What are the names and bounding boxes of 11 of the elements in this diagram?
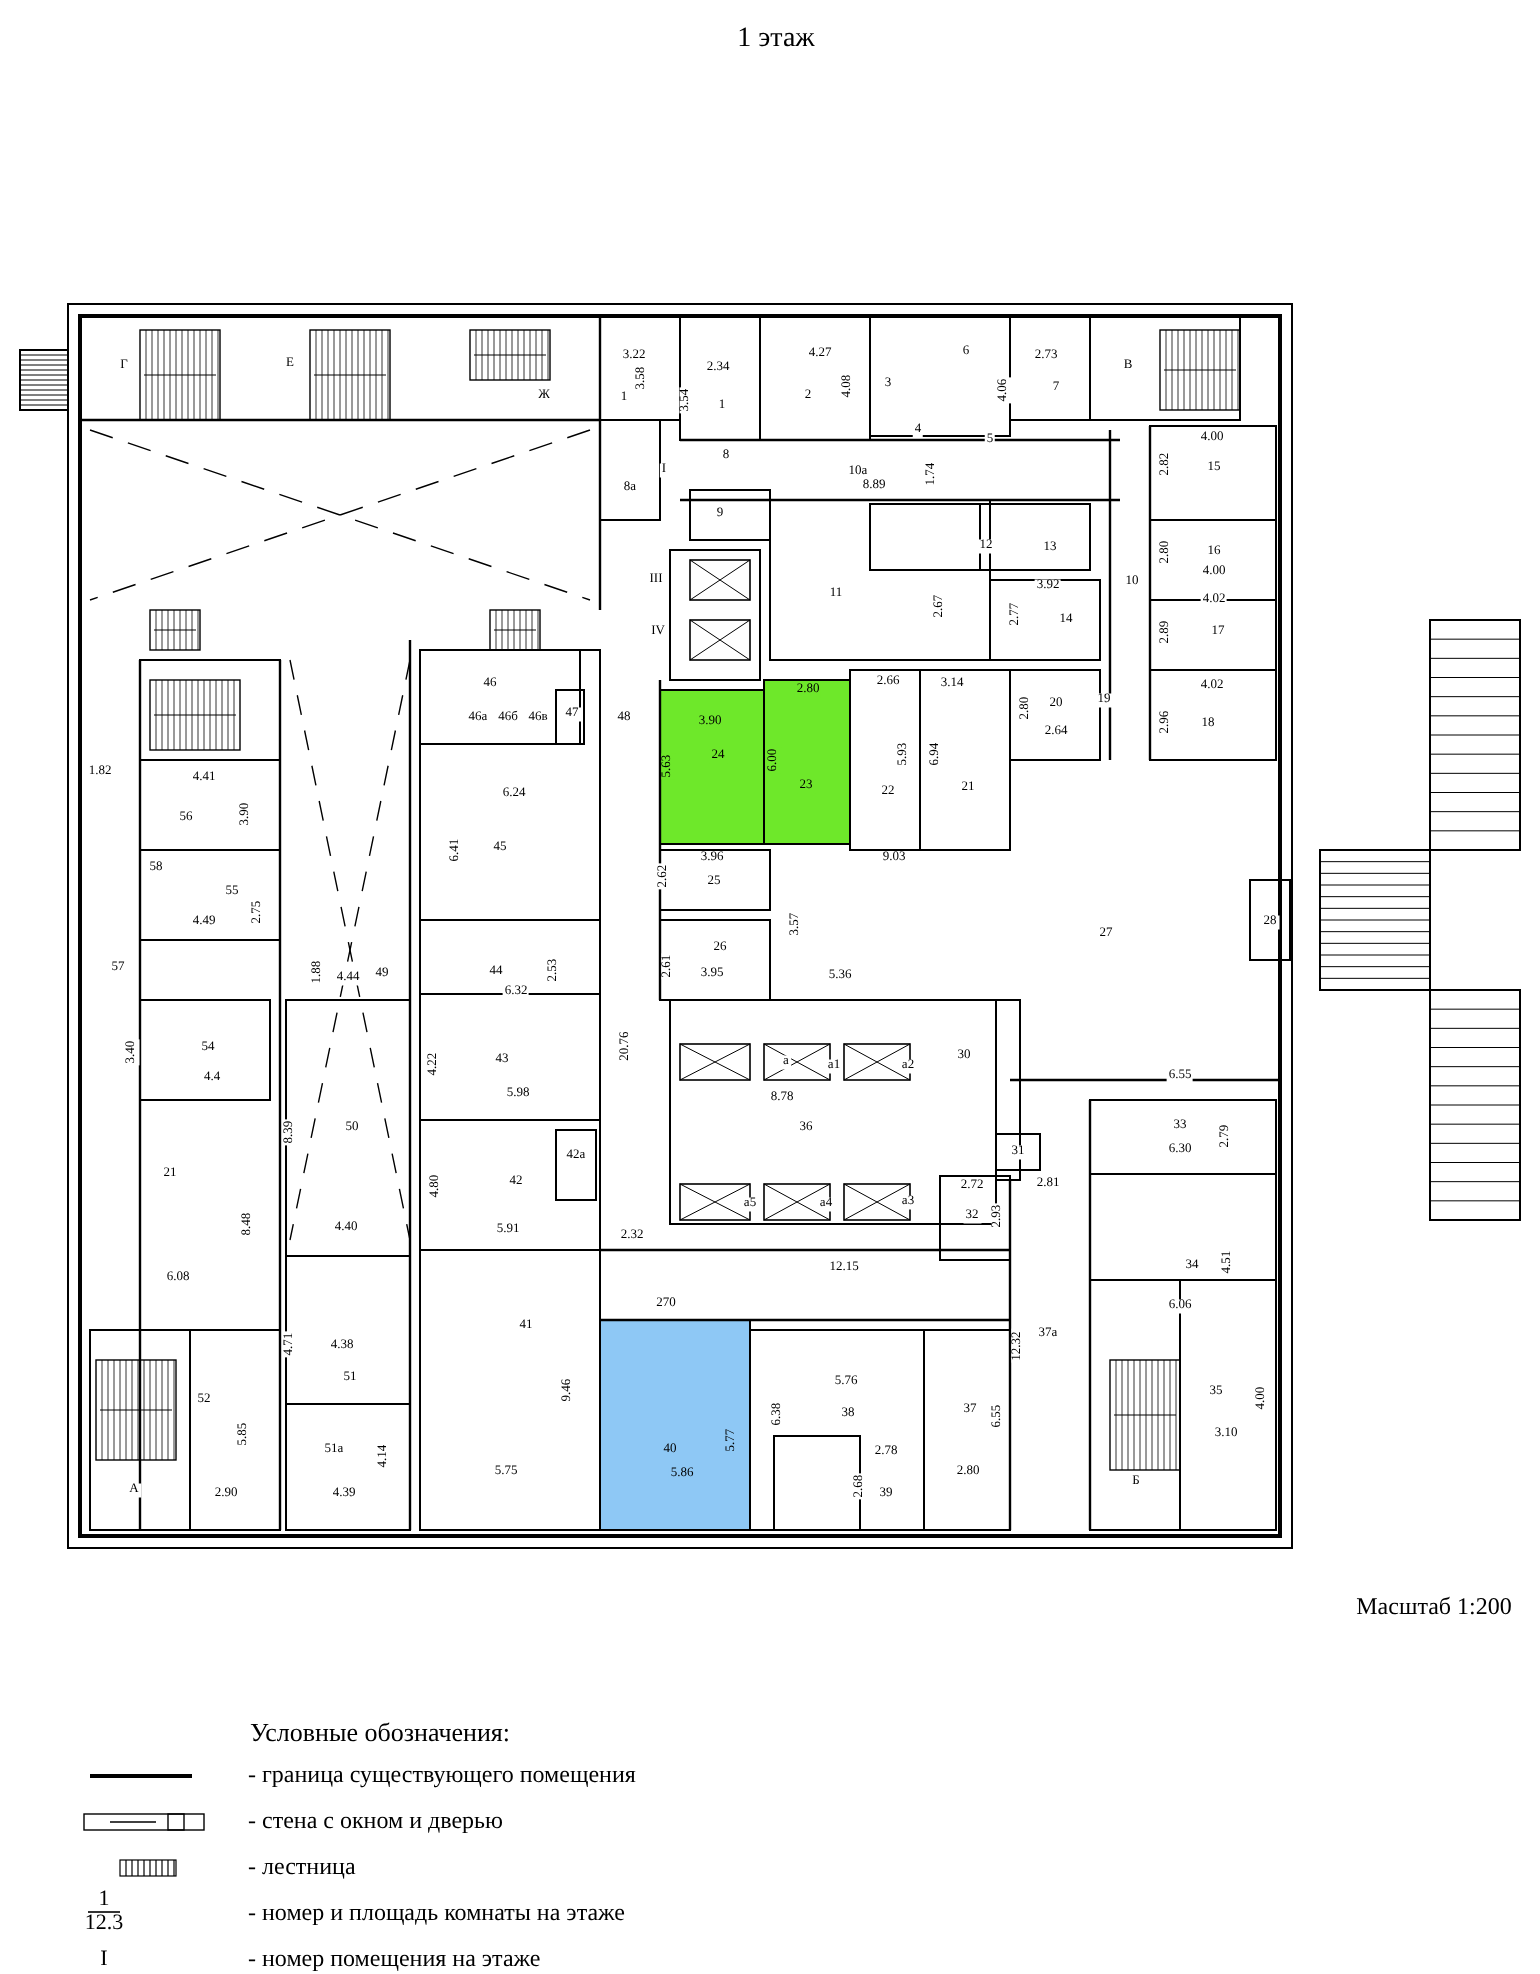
legend-text: - номер и площадь комнаты на этаже xyxy=(248,1900,625,1924)
plan-title: 1 этаж xyxy=(737,24,815,56)
scale-label: Масштаб 1:200 xyxy=(1354,1594,1514,1618)
legend-text: - лестница xyxy=(248,1854,356,1878)
legend-text: - стена с окном и дверью xyxy=(248,1808,503,1832)
legend-text: - номер помещения на этаже xyxy=(248,1946,541,1970)
legend-symbol-label: 1 xyxy=(96,1889,112,1911)
legend-heading: Условные обозначения: xyxy=(247,1719,513,1745)
legend-symbol-label: 12.3 xyxy=(82,1913,126,1935)
legend-symbol-label: I xyxy=(98,1949,110,1971)
legend-text: - граница существующего помещения xyxy=(248,1762,636,1786)
